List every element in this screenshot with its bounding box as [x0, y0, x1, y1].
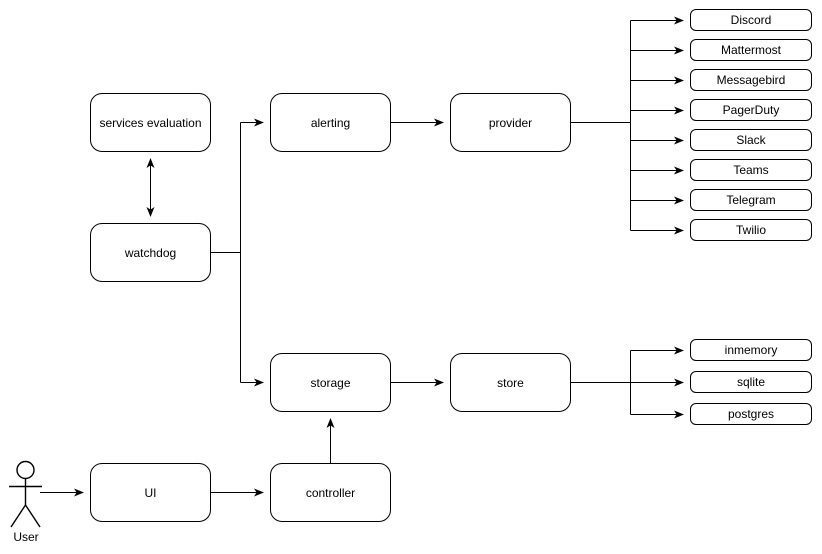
node-provider-mattermost[interactable]: Mattermost [690, 39, 812, 61]
edge-watchdog-branch-trunk [211, 122, 241, 383]
node-provider-pagerduty[interactable]: PagerDuty [690, 99, 812, 121]
edge-store-fanout [571, 346, 684, 419]
node-alerting[interactable]: alerting [270, 93, 391, 152]
node-watchdog[interactable]: watchdog [90, 223, 211, 282]
node-store-label: store [497, 375, 524, 390]
node-provider-twilio[interactable]: Twilio [690, 219, 812, 241]
node-provider[interactable]: provider [450, 93, 571, 152]
node-provider-telegram[interactable]: Telegram [690, 189, 812, 211]
node-provider-messagebird[interactable]: Messagebird [690, 69, 812, 91]
user-actor-label: User [13, 530, 39, 544]
node-services-evaluation[interactable]: services evaluation [90, 93, 211, 152]
edge-provider-fanout [571, 16, 684, 235]
node-provider-discord-label: Discord [730, 13, 772, 27]
node-provider-twilio-label: Twilio [735, 223, 766, 237]
node-storage-label: storage [310, 375, 351, 390]
node-store-inmemory[interactable]: inmemory [690, 339, 812, 361]
node-watchdog-label: watchdog [124, 245, 177, 260]
node-store-postgres[interactable]: postgres [690, 403, 812, 425]
node-provider-teams[interactable]: Teams [690, 159, 812, 181]
node-controller[interactable]: controller [270, 463, 391, 522]
node-provider-pagerduty-label: PagerDuty [722, 103, 780, 117]
user-actor-icon [9, 460, 42, 528]
node-store-sqlite[interactable]: sqlite [690, 371, 812, 393]
node-provider-discord[interactable]: Discord [690, 9, 812, 31]
node-storage[interactable]: storage [270, 353, 391, 412]
node-provider-slack-label: Slack [736, 133, 766, 147]
node-provider-teams-label: Teams [733, 163, 769, 177]
node-alerting-label: alerting [310, 115, 351, 130]
node-provider-slack[interactable]: Slack [690, 129, 812, 151]
node-provider-label: provider [488, 115, 533, 130]
node-store[interactable]: store [450, 353, 571, 412]
node-provider-mattermost-label: Mattermost [720, 43, 781, 57]
node-store-inmemory-label: inmemory [724, 343, 778, 357]
node-services-evaluation-label: services evaluation [99, 115, 202, 130]
node-ui[interactable]: UI [90, 463, 211, 522]
node-store-sqlite-label: sqlite [736, 375, 765, 389]
node-provider-telegram-label: Telegram [726, 193, 776, 207]
node-provider-messagebird-label: Messagebird [716, 73, 786, 87]
node-controller-label: controller [305, 485, 356, 500]
node-ui-label: UI [144, 485, 157, 500]
node-store-postgres-label: postgres [727, 407, 775, 421]
